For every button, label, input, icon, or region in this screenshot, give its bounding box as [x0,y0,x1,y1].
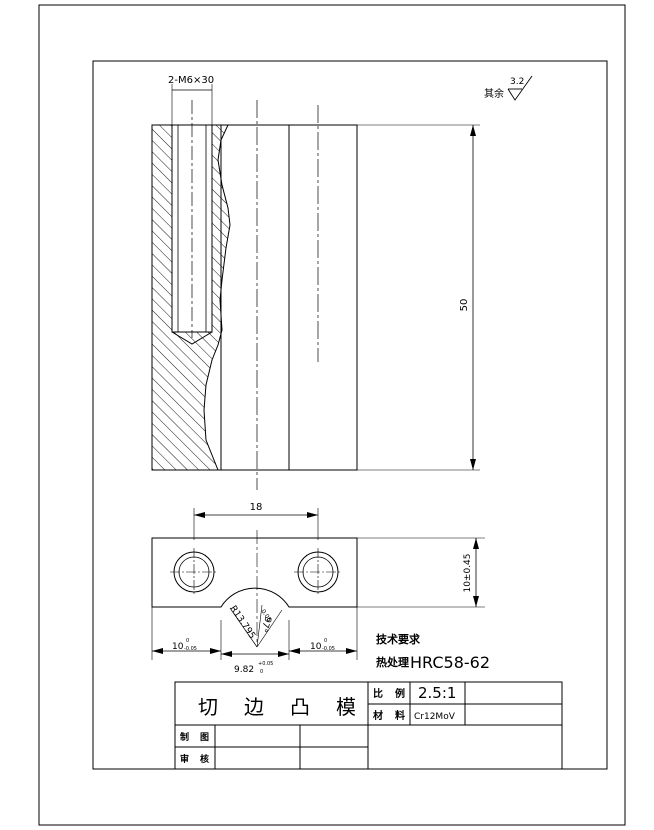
heat-treatment-label: 热处理 [376,655,409,669]
checked-label-char: 审 [180,753,189,765]
right-width-label: 10 [310,642,322,652]
checked-label-char: 核 [200,753,209,765]
center-width-label: 9.82 [234,665,254,675]
front-view: 2-M6×30 50 [151,75,480,490]
surface-roughness-symbol: 其余 3.2 [484,75,533,101]
height-dim-label: 50 [459,299,470,312]
material-value: Cr12MoV [414,712,456,722]
scale-label-char: 例 [395,687,405,700]
part-name-char: 边 [244,695,264,719]
title-block: 切 边 凸 模 比 例 2.5:1 材 料 Cr12MoV 制 图 审 核 [174,681,563,770]
radius-label: R13.795 [228,604,257,641]
right-width-tol-low: -0.05 [322,646,335,652]
thread-spec-label: 2-M6×30 [168,75,214,86]
center-width-tol-low: 0 [260,669,263,675]
technical-requirements: 技术要求 热处理 HRC58-62 [376,632,490,672]
front-outline [151,124,358,471]
heat-treatment-value: HRC58-62 [410,653,490,672]
outer-frame [38,4,626,826]
angle-label: 97° [258,615,273,633]
drawn-label-char: 制 [180,731,189,743]
material-label-char: 材 [373,709,383,722]
top-view: 18 10±0.45 R13.795 0.05 97° [151,502,485,675]
drill-tip [171,331,213,345]
part-name-char: 切 [198,695,218,719]
right-width-tol-up: 0 [324,638,327,644]
part-name-char: 凸 [290,695,310,719]
slot-height-label: 10±0.45 [463,553,473,592]
left-width-tol-up: 0 [186,638,189,644]
scale-label-char: 比 [373,687,383,700]
center-width-tol-up: +0.05 [258,661,273,667]
scale-value: 2.5:1 [418,684,456,702]
hole-spacing-label: 18 [250,502,263,513]
surface-rest-value: 3.2 [510,77,524,87]
left-width-label: 10 [172,642,184,652]
requirements-title: 技术要求 [376,632,421,646]
surface-rest-label: 其余 [484,87,504,100]
part-name-char: 模 [336,695,356,719]
left-width-tol-low: -0.05 [184,646,197,652]
material-label-char: 料 [395,709,405,722]
top-outline [151,537,358,608]
drawn-label-char: 图 [200,732,209,743]
